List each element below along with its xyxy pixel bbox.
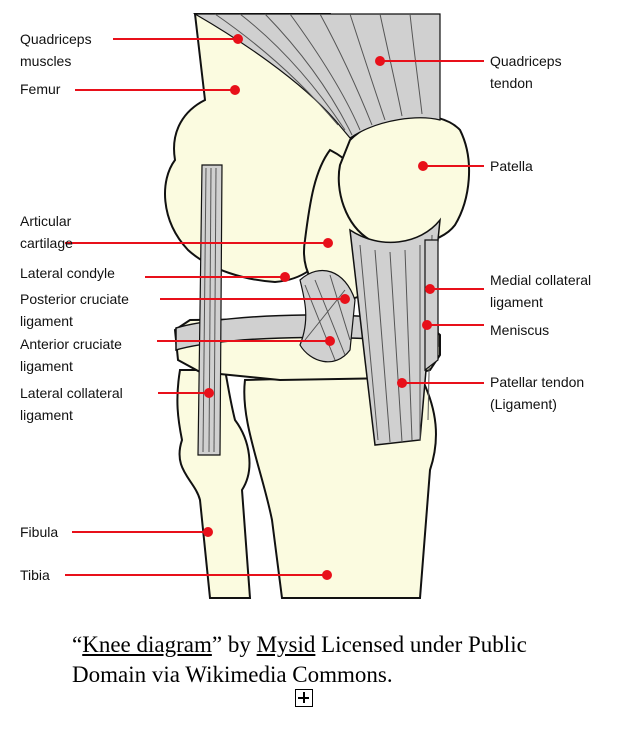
label-femur: Femur xyxy=(20,81,61,97)
dot-articular-cartilage xyxy=(323,238,333,248)
dot-lateral-collateral xyxy=(204,388,214,398)
patella-shape xyxy=(337,114,470,246)
expand-plus-box-icon[interactable] xyxy=(295,689,313,707)
label-tibia: Tibia xyxy=(20,567,50,583)
dot-medial-collateral xyxy=(425,284,435,294)
dot-lateral-condyle xyxy=(280,272,290,282)
label-meniscus: Meniscus xyxy=(490,322,549,338)
attribution-caption: “Knee diagram” by Mysid Licensed under P… xyxy=(72,630,572,690)
caption-by-text: ” by xyxy=(211,632,257,657)
leader-lines xyxy=(65,34,484,580)
label-fibula: Fibula xyxy=(20,524,58,540)
dot-meniscus xyxy=(422,320,432,330)
dot-patellar-tendon xyxy=(397,378,407,388)
label-patella: Patella xyxy=(490,158,533,174)
fibula-shape xyxy=(176,369,252,599)
dot-anterior-cruciate xyxy=(325,336,335,346)
quadriceps-fibers xyxy=(214,13,423,136)
author-link[interactable]: Mysid xyxy=(256,632,316,657)
dot-patella xyxy=(418,161,428,171)
dot-tibia xyxy=(322,570,332,580)
cruciate-ligaments-shape xyxy=(299,270,356,363)
caption-license-text: Licensed under Public Domain via Wikimed… xyxy=(72,632,527,687)
dot-posterior-cruciate xyxy=(340,294,350,304)
dot-quadriceps-muscles xyxy=(233,34,243,44)
dot-quadriceps-tendon xyxy=(375,56,385,66)
knee-diagram-link[interactable]: Knee diagram xyxy=(82,632,212,657)
caption-open-quote: “ xyxy=(72,632,83,657)
dot-fibula xyxy=(203,527,213,537)
medial-collateral-shape xyxy=(424,239,439,372)
lateral-collateral-fibers xyxy=(202,167,217,453)
label-lateral-condyle: Lateral condyle xyxy=(20,265,115,281)
label-patellar-tendon: Patellar tendon(Ligament) xyxy=(490,374,584,412)
dot-femur xyxy=(230,85,240,95)
